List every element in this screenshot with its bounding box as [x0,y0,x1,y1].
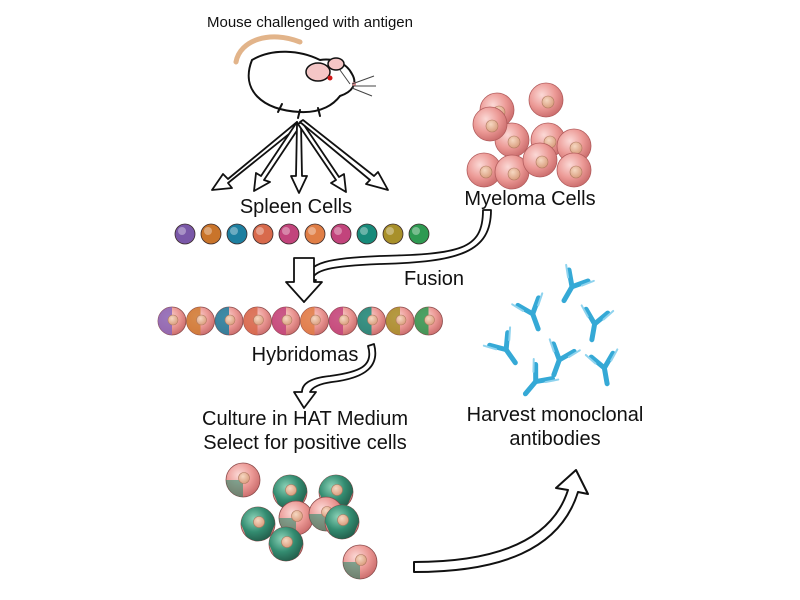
hybridoma-cell [300,306,329,336]
culture-label: Culture in HAT Medium [202,408,408,430]
hybridoma-cell [186,306,215,336]
spleen-cell [330,223,352,245]
mouse-icon [233,34,376,119]
antibody-icons [482,263,619,397]
hybridoma-cell [328,306,358,336]
myeloma-cell [556,152,592,188]
hybridoma-cell [157,306,187,336]
cultured-cell [324,504,360,540]
antibody-icon [561,263,595,304]
mouse-title: Mouse challenged with antigen [207,14,413,31]
hybridoma-cell [414,306,443,336]
cultured-cells-cluster [225,462,378,580]
spleen-cells-row [174,223,430,245]
antibodies-label: antibodies [509,428,601,450]
harvest-arrow [413,469,589,573]
spleen-cell [382,223,404,245]
myeloma-cell [466,152,502,188]
spleen-cell [226,223,248,245]
hybridoma-cell [243,306,272,336]
antibody-icon [522,357,560,397]
myeloma-cell [494,154,530,190]
spleen-cell [278,223,300,245]
myeloma-cell [528,82,564,118]
cultured-cell [342,544,378,580]
select-label: Select for positive cells [203,432,407,454]
spleen-cell [174,223,196,245]
harvest-label: Harvest monoclonal [466,404,644,426]
hybridoma-cell [357,306,386,336]
hybridoma-cell [385,306,415,336]
cultured-cell [240,506,276,542]
antibody-icon [584,348,619,387]
antibody-icon [482,326,518,366]
spleen-cells-label: Spleen Cells [239,196,353,218]
fusion-label: Fusion [403,268,465,290]
fusion-arrow [285,209,492,303]
spleen-fan-arrows [211,119,389,194]
antibody-icon [580,304,615,343]
myeloma-cell [472,106,508,142]
hybridoma-cell [214,306,244,336]
hybridoma-cell [271,306,301,336]
myeloma-cells-cluster [466,82,592,190]
cultured-cell [272,474,308,510]
culture-arrow [293,343,377,409]
hybridomas-label: Hybridomas [251,344,359,366]
cultured-cell [225,462,261,498]
cultured-cell [268,526,304,562]
spleen-cell [200,223,222,245]
myeloma-cell [522,142,558,178]
antibody-icon [511,292,544,332]
myeloma-cell [556,128,592,164]
spleen-cell [408,223,430,245]
spleen-cell [252,223,274,245]
spleen-cell [304,223,326,245]
spleen-cell [356,223,378,245]
myeloma-cells-label: Myeloma Cells [464,188,596,210]
hybridomas-row [157,306,443,336]
antibody-icon [548,338,581,378]
